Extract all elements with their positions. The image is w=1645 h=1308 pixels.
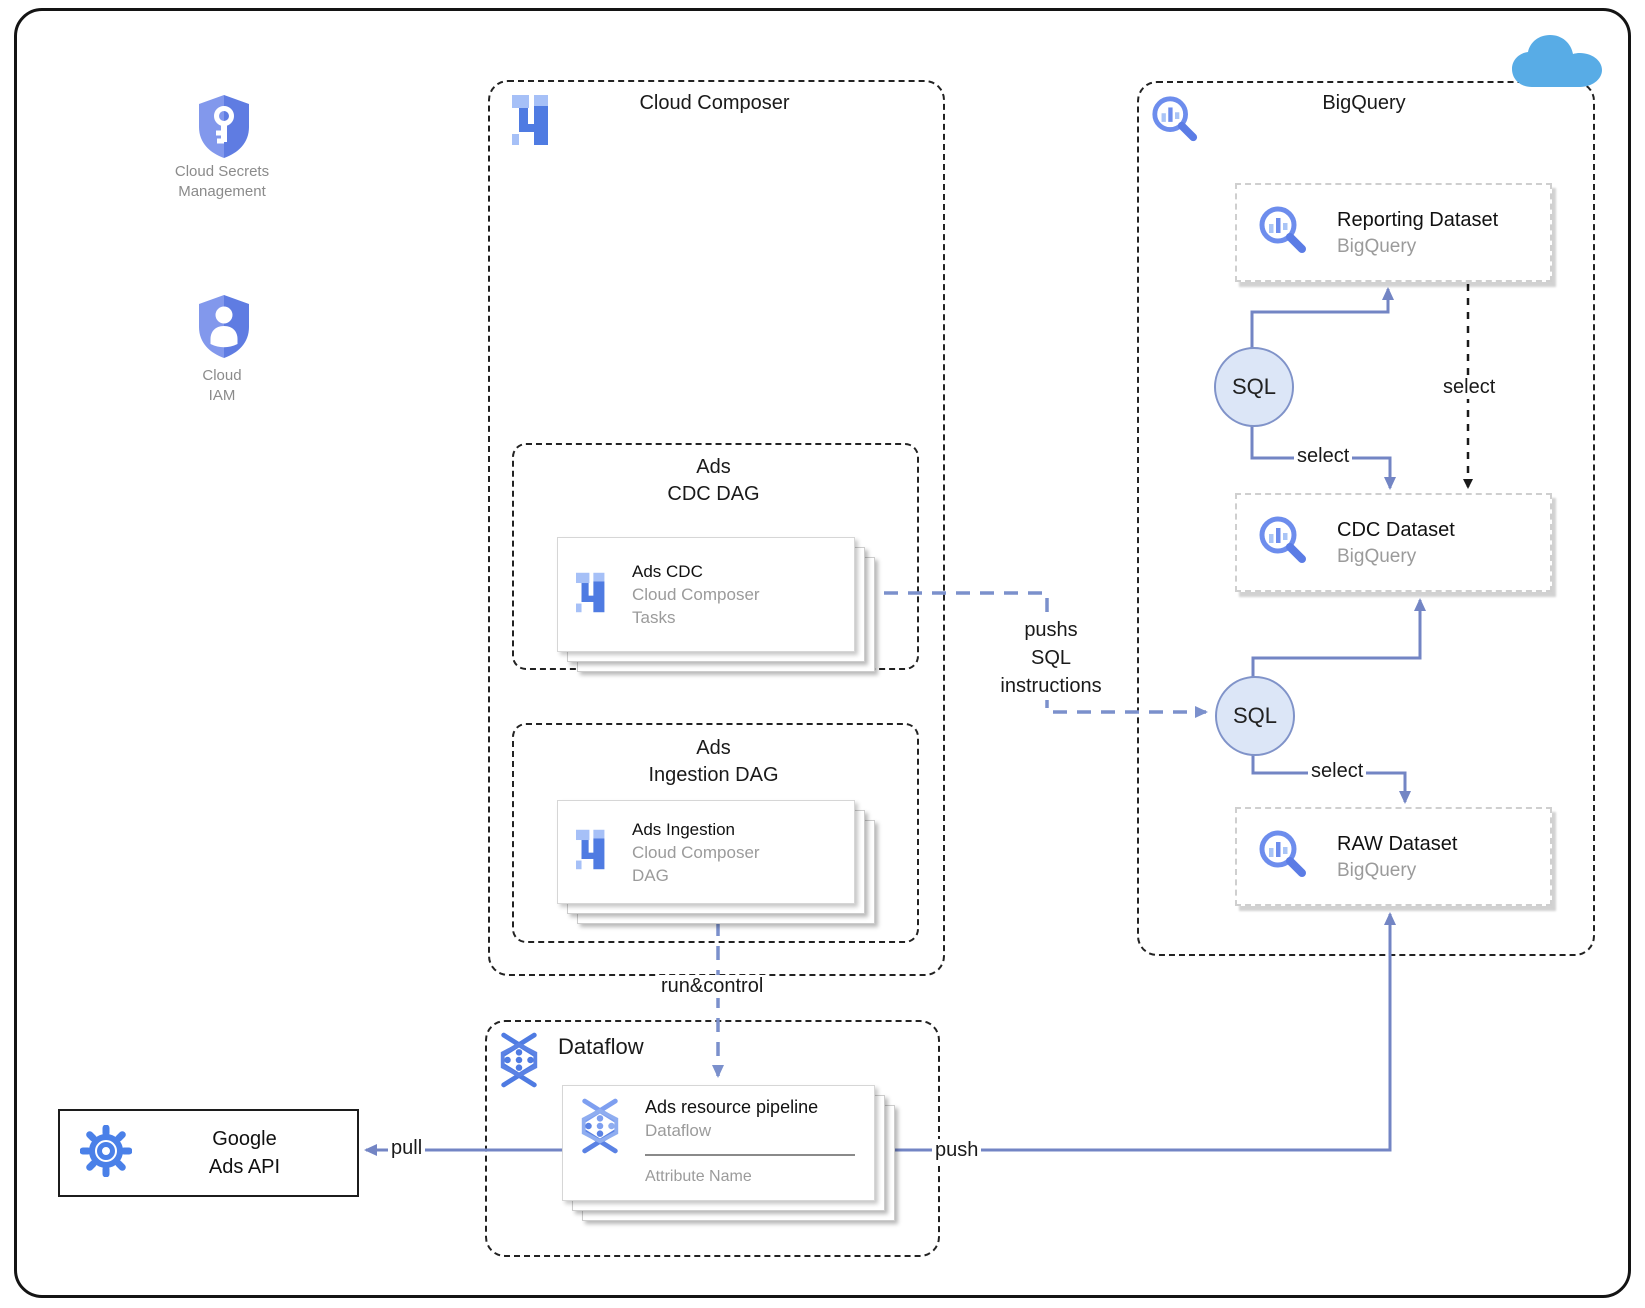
reporting-dataset-title: Reporting Dataset <box>1337 208 1499 231</box>
ads-cdc-card: Ads CDC Cloud Composer Tasks <box>557 537 875 672</box>
ads-ingestion-card-title: Ads Ingestion <box>632 819 736 839</box>
cloud-icon <box>1510 30 1604 95</box>
bigquery-icon <box>1257 514 1309 571</box>
ads-ingestion-dag-box <box>512 723 919 943</box>
pipeline-card-attribute: Attribute Name <box>645 1168 752 1185</box>
bigquery-icon <box>1150 94 1200 149</box>
pipeline-card-sub: Dataflow <box>645 1121 712 1140</box>
bigquery-title: BigQuery <box>1322 92 1406 114</box>
ads-cdc-card-sub2: Tasks <box>632 608 676 627</box>
ads-resource-pipeline-card: Ads resource pipeline Dataflow Attribute… <box>562 1085 895 1221</box>
ads-ingestion-card: Ads Ingestion Cloud Composer DAG <box>557 800 875 924</box>
edge-label-pull: pull <box>388 1137 426 1160</box>
edge-label-run-control: run&control <box>658 975 767 998</box>
ads-ingestion-card-sub1: Cloud Composer <box>632 842 760 862</box>
pipeline-card-title: Ads resource pipeline <box>645 1097 819 1117</box>
gear-icon <box>79 1124 133 1182</box>
cdc-dataset-card: CDC Dataset BigQuery <box>1235 493 1552 592</box>
raw-dataset-title: RAW Dataset <box>1337 832 1458 855</box>
dataflow-icon <box>496 1032 542 1093</box>
bigquery-icon <box>1257 204 1309 261</box>
edge-label-select-sql1: select <box>1294 445 1353 468</box>
sql-node-1: SQL <box>1214 347 1294 427</box>
bigquery-icon <box>1257 828 1309 885</box>
cloud-secrets-icon <box>197 93 251 161</box>
raw-dataset-card: RAW Dataset BigQuery <box>1235 807 1552 906</box>
card-divider <box>645 1154 855 1156</box>
edge-label-select-dashed: select <box>1440 376 1499 399</box>
ads-ingestion-card-sub2: DAG <box>632 865 669 885</box>
dataflow-card-icon <box>577 1098 623 1159</box>
diagram-frame <box>14 8 1631 1298</box>
ads-cdc-card-sub1: Cloud Composer <box>632 585 760 604</box>
cloud-iam-icon <box>197 293 251 361</box>
edge-label-pushs-sql-instructions: pushs SQL instructions <box>978 616 1124 700</box>
composer-card-icon <box>576 572 606 618</box>
reporting-dataset-sub: BigQuery <box>1337 235 1417 257</box>
edge-label-select-sql2: select <box>1308 760 1367 783</box>
composer-card-icon <box>576 829 606 875</box>
cdc-dataset-sub: BigQuery <box>1337 545 1417 567</box>
raw-dataset-sub: BigQuery <box>1337 859 1417 881</box>
dataflow-title: Dataflow <box>558 1034 644 1059</box>
reporting-dataset-card: Reporting Dataset BigQuery <box>1235 183 1552 282</box>
edge-label-push: push <box>932 1139 982 1162</box>
cdc-dataset-title: CDC Dataset <box>1337 518 1455 541</box>
cloud-composer-icon <box>512 94 550 146</box>
ads-cdc-card-title: Ads CDC <box>632 562 703 581</box>
sql-node-2: SQL <box>1215 676 1295 756</box>
cloud-composer-title: Cloud Composer <box>639 92 790 114</box>
